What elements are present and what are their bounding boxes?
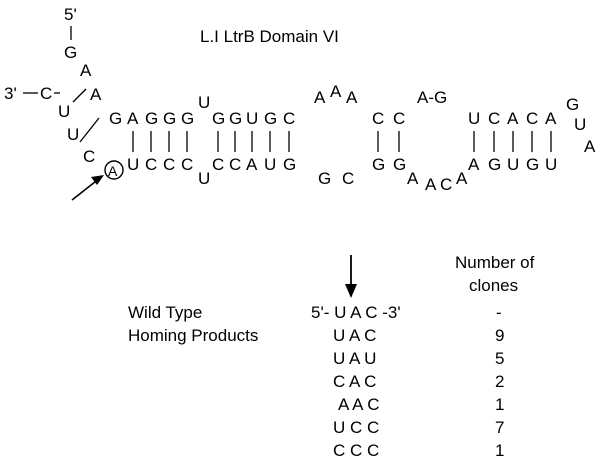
nt-top-bulge-u: U xyxy=(246,109,258,128)
nt-top: G xyxy=(212,109,225,128)
nt-top: C xyxy=(372,109,384,128)
row-count: - xyxy=(496,303,502,322)
nt-bottom: G xyxy=(283,155,296,174)
row-label: Homing Products xyxy=(128,326,258,345)
nt-top: G xyxy=(181,109,194,128)
homing-table: Wild Type 5'- U A C -3' - Homing Product… xyxy=(128,303,504,460)
row-count: 7 xyxy=(495,418,504,437)
nt-bottom: C xyxy=(163,155,175,174)
nt-bottom: C xyxy=(229,155,241,174)
nt-branch-point-a: A xyxy=(108,163,118,179)
row-count: 5 xyxy=(495,349,504,368)
row-sequence: C C C xyxy=(333,441,379,460)
nt-top: G xyxy=(264,109,277,128)
nt-bottom: U xyxy=(127,155,139,174)
cleavage-arrow-head xyxy=(345,284,357,298)
nt-bottom: U xyxy=(545,155,557,174)
nt-loop-a: A xyxy=(346,88,358,107)
nt-bottom-bulge-u: U xyxy=(198,169,210,188)
row-sequence: C A C xyxy=(333,372,376,391)
nt-top: C xyxy=(526,109,538,128)
row-count: 1 xyxy=(495,395,504,414)
nt-bottom: G xyxy=(526,155,539,174)
nt-bottom: A xyxy=(246,155,258,174)
row-sequence: U A U xyxy=(333,349,376,368)
row-count: 2 xyxy=(495,372,504,391)
nt-top: C xyxy=(393,109,405,128)
nt-bottom: G xyxy=(488,155,501,174)
table-header-line2: clones xyxy=(469,276,518,295)
nt-top: A xyxy=(507,109,519,128)
row-sequence: 5'- U A C -3' xyxy=(311,303,401,322)
nt-top: U xyxy=(468,109,480,128)
branch-diag-line xyxy=(79,117,100,143)
nt-bottom-loop: A xyxy=(425,175,437,194)
nt-bottom: U xyxy=(507,155,519,174)
row-sequence: A A C xyxy=(338,395,380,414)
nt-top-bulge-u: U xyxy=(198,93,210,112)
table-header-line1: Number of xyxy=(455,253,535,272)
row-sequence: U A C xyxy=(333,326,376,345)
top-strand: G A G G G U G G U G C A A A C C A-G U C … xyxy=(109,82,596,156)
nt-top: G xyxy=(163,109,176,128)
nt-branch-a2: A xyxy=(90,85,102,104)
nt-bottom: G xyxy=(393,155,406,174)
nt-bottom-loop: A xyxy=(407,169,419,188)
bottom-strand: U C C C U C C A U G G C G G A A C A A G … xyxy=(127,155,557,194)
nt-bottom-loop: G xyxy=(318,169,331,188)
nt-bottom: C xyxy=(181,155,193,174)
nt-top: G xyxy=(145,109,158,128)
nt-bottom: U xyxy=(264,155,276,174)
row-sequence: U C C xyxy=(333,418,379,437)
row-label: Wild Type xyxy=(128,303,202,322)
nt-loop-ag: A-G xyxy=(417,88,447,107)
nt-branch-g: G xyxy=(64,43,77,62)
nt-branch-a-top: A xyxy=(80,61,92,80)
nt-bottom-loop: C xyxy=(440,175,452,194)
branch-pair-line xyxy=(72,88,87,103)
nt-bottom: C xyxy=(145,155,157,174)
row-count: 9 xyxy=(495,326,504,345)
nt-tip: A xyxy=(584,137,596,156)
nt-loop-a: A xyxy=(330,82,342,101)
nt-tip: U xyxy=(574,115,586,134)
nt-top: C xyxy=(283,109,295,128)
nt-top: G xyxy=(566,95,579,114)
nt-branch-u-left: U xyxy=(58,102,70,121)
nt-loop-a: A xyxy=(314,88,326,107)
nt-top: A xyxy=(127,109,139,128)
branch-point-arrow-head xyxy=(91,175,104,185)
nt-bottom: A xyxy=(468,155,480,174)
nt-bottom: C xyxy=(212,155,224,174)
nt-top: G xyxy=(109,109,122,128)
three-prime-label: 3' xyxy=(4,84,17,103)
nt-branch-c-low: C xyxy=(83,147,95,166)
nt-bottom-loop: C xyxy=(342,169,354,188)
nt-top: A xyxy=(545,109,557,128)
row-count: 1 xyxy=(495,441,504,460)
five-prime-label: 5' xyxy=(64,5,77,24)
nt-bottom: G xyxy=(372,155,385,174)
nt-branch-c-left: C xyxy=(40,84,52,103)
nt-top: C xyxy=(488,109,500,128)
nt-bottom-loop: A xyxy=(456,169,468,188)
nt-top: G xyxy=(229,109,242,128)
branch-point-circle xyxy=(104,160,124,180)
figure-title: L.I LtrB Domain VI xyxy=(200,27,339,46)
base-pair-lines xyxy=(132,131,552,152)
nt-branch-u-low: U xyxy=(67,125,79,144)
